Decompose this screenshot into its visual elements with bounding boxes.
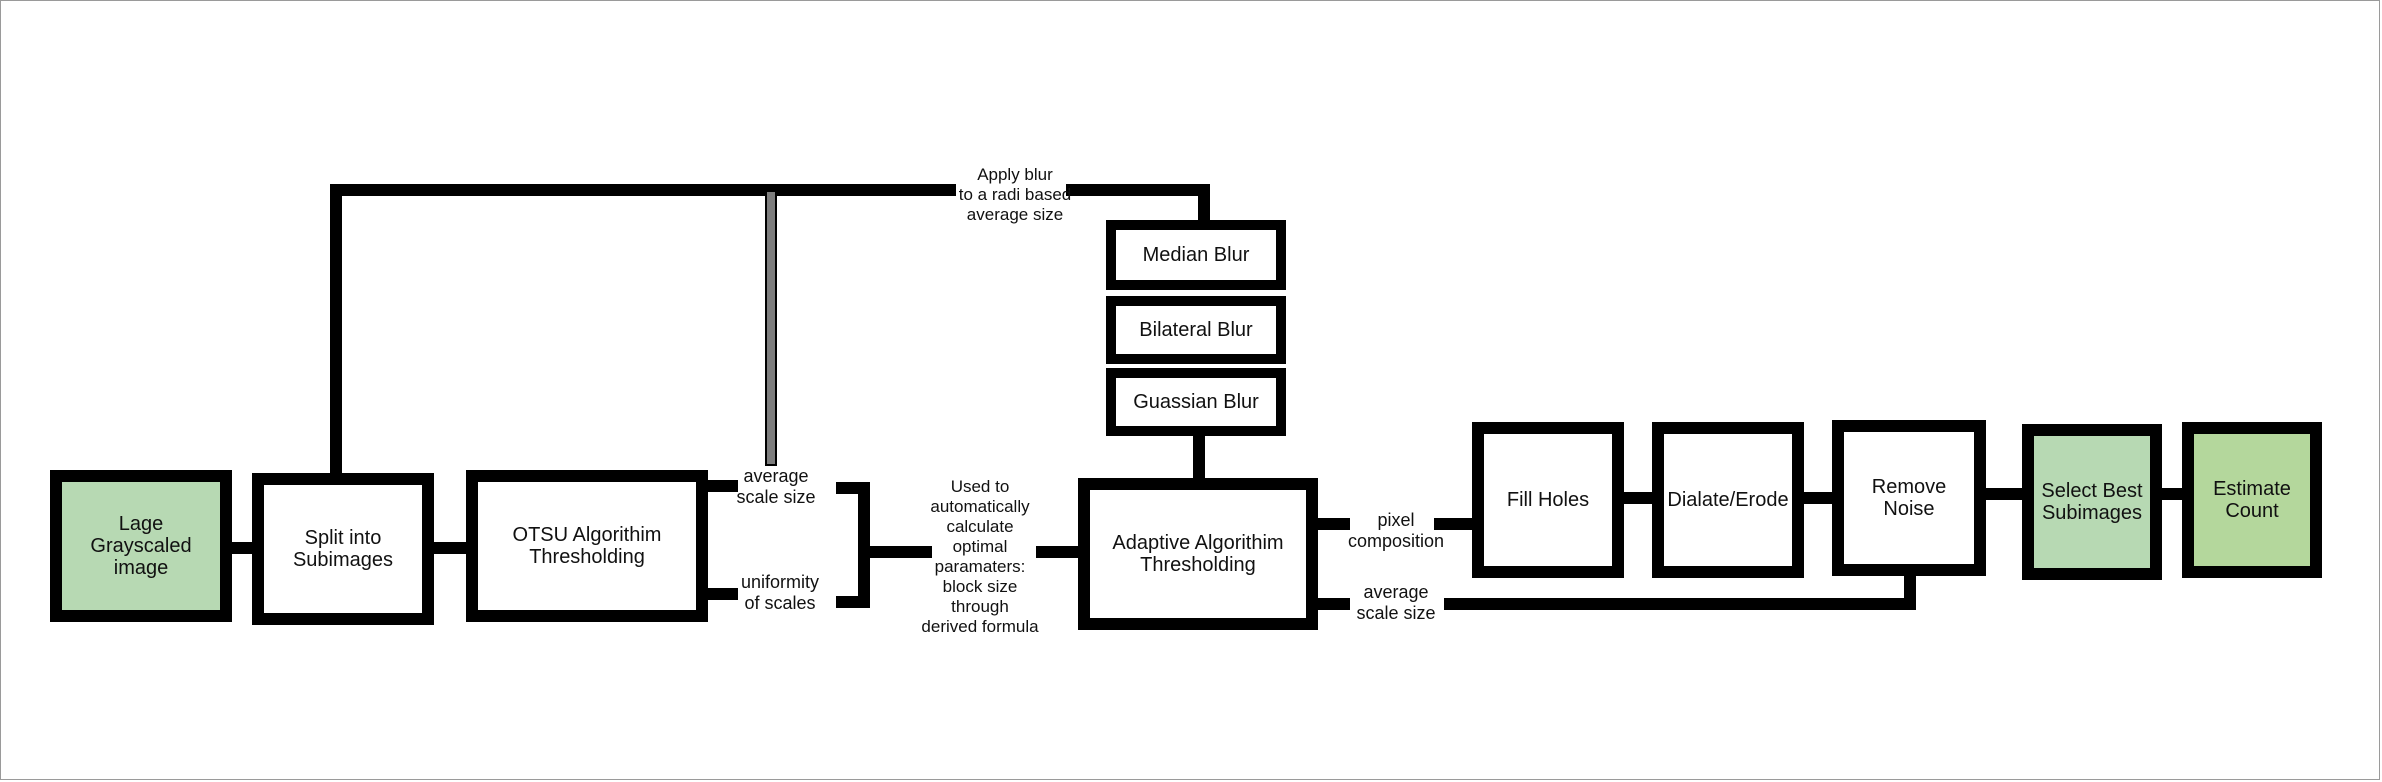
split-subimages-box: Split into Subimages <box>252 473 434 625</box>
dilate-erode-box: Dialate/Erode <box>1652 422 1804 578</box>
adaptive-average-scale-label: average scale size <box>1356 582 1436 623</box>
bracket-params <box>836 482 870 608</box>
fill-holes-box: Fill Holes <box>1472 422 1624 578</box>
otsu-uniformity-label: uniformity of scales <box>740 572 820 613</box>
gaussian-blur-box: Guassian Blur <box>1106 368 1286 436</box>
adaptive-thresholding-box: Adaptive Algorithim Thresholding <box>1078 478 1318 630</box>
apply-blur-label: Apply blur to a radi based average size <box>958 165 1072 224</box>
median-blur-box: Median Blur <box>1106 220 1286 290</box>
params-description-label: Used to automatically calculate optimal … <box>921 477 1039 636</box>
edge-split-blur-loop <box>330 184 956 478</box>
edge-loop-blur-entry <box>1066 184 1210 226</box>
otsu-average-scale-label: average scale size <box>736 466 816 507</box>
remove-noise-box: Remove Noise <box>1832 420 1986 576</box>
estimate-count-box: Estimate Count <box>2182 422 2322 578</box>
bilateral-blur-box: Bilateral Blur <box>1106 296 1286 364</box>
pixel-composition-label: pixel composition <box>1347 510 1445 551</box>
select-best-subimages-box: Select Best Subimages <box>2022 424 2162 580</box>
input-image-box: Lage Grayscaled image <box>50 470 232 622</box>
edge-avgscale-removenoise <box>1444 566 1916 610</box>
otsu-thresholding-box: OTSU Algorithim Thresholding <box>466 470 708 622</box>
